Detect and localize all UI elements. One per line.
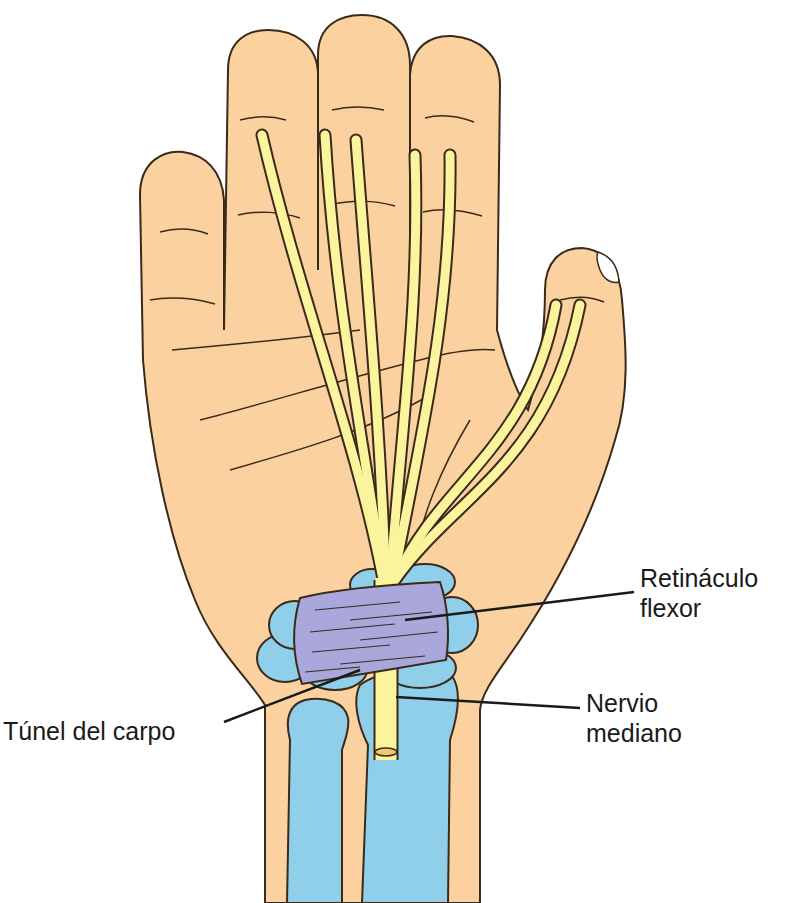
part-label: Túnel del carpo	[3, 716, 175, 746]
median-nerve	[262, 135, 580, 760]
carpal-bones	[257, 564, 478, 690]
part-label: Retináculo flexor	[640, 563, 790, 623]
forearm-bones	[287, 670, 458, 903]
hand-outline	[140, 15, 626, 903]
leader-lines	[224, 592, 634, 722]
flexor-retinaculum	[294, 582, 448, 684]
part-label: Nervio mediano	[586, 688, 726, 748]
thumb-nail	[597, 252, 619, 283]
